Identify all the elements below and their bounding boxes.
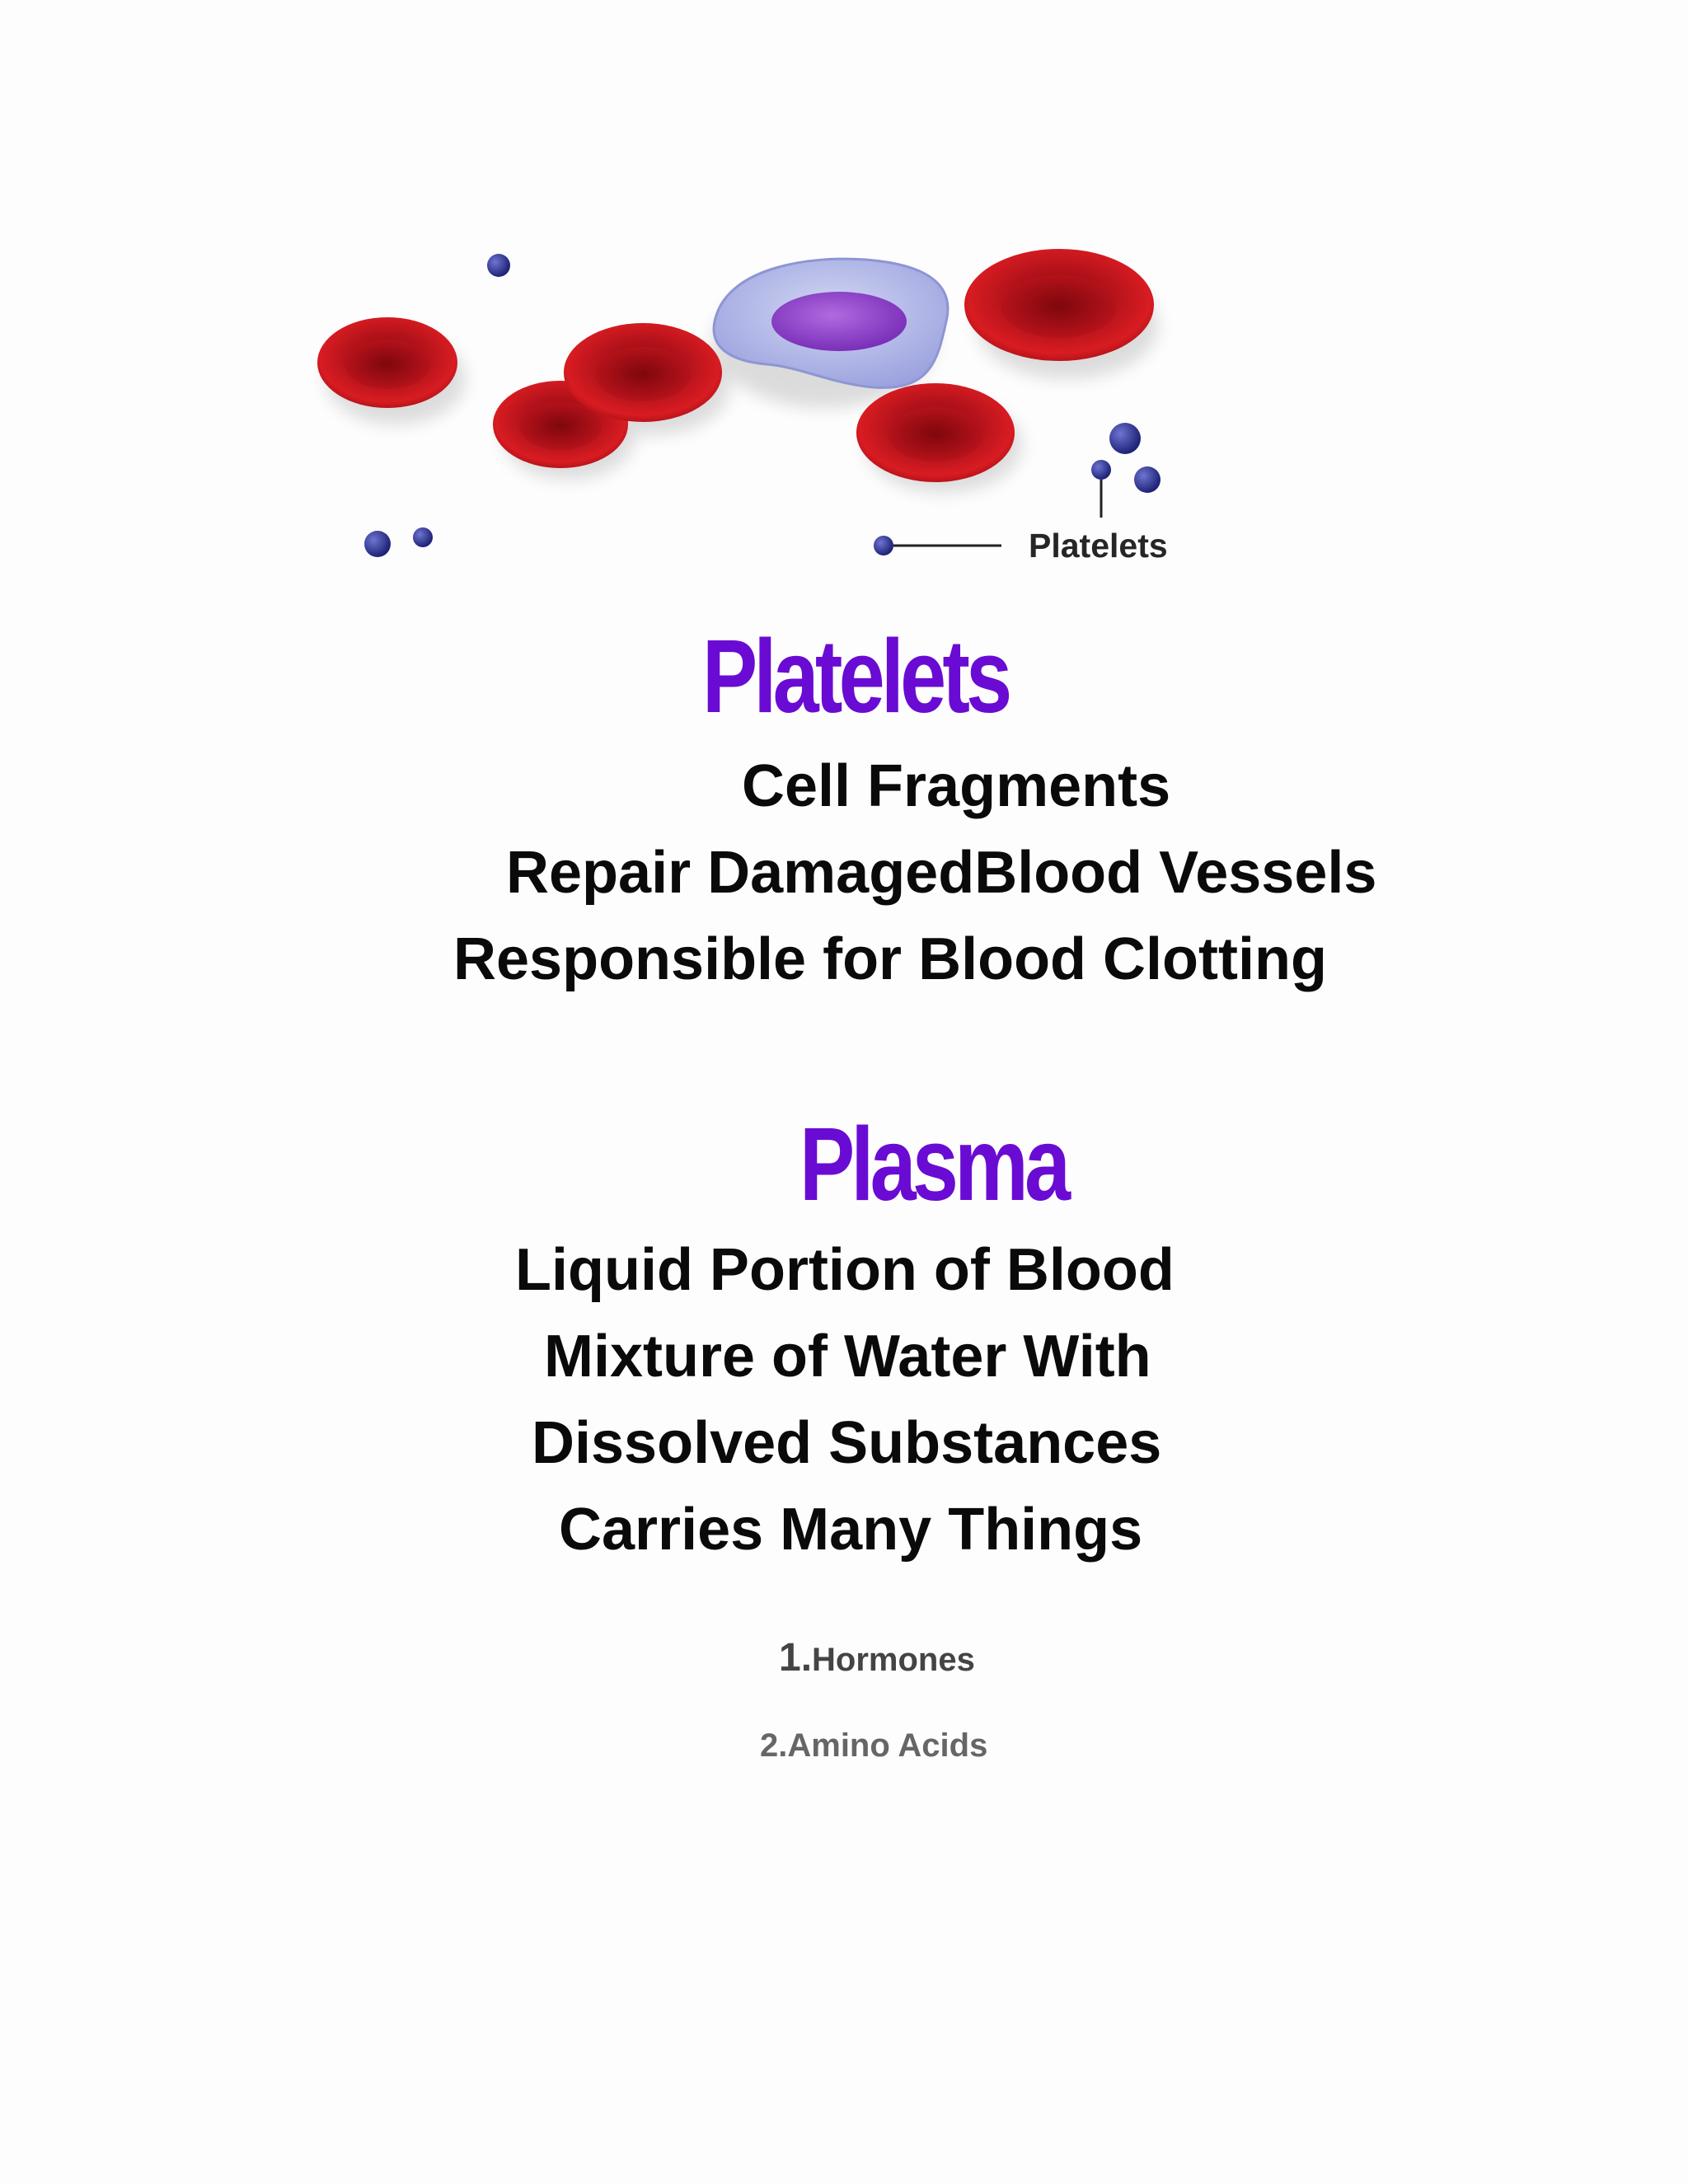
platelets-line: Repair DamagedBlood Vessels (506, 840, 1377, 906)
plasma-line: Liquid Portion of Blood (515, 1237, 1175, 1303)
platelet-dot (1109, 423, 1141, 454)
platelets-line: Responsible for Blood Clotting (453, 926, 1327, 992)
plasma-heading: Plasma (799, 1106, 1071, 1222)
list-item-text: Hormones (812, 1642, 975, 1678)
platelet-dot (413, 527, 433, 547)
platelet-dot (874, 536, 893, 555)
platelets-line: Cell Fragments (742, 753, 1171, 819)
red-blood-cell (564, 323, 722, 422)
platelets-group (364, 254, 1160, 557)
platelet-dot (1091, 460, 1111, 480)
blood-cells-svg: Platelets (317, 249, 1168, 565)
white-blood-cell (712, 257, 950, 389)
list-item-text: Amino Acids (787, 1727, 988, 1764)
red-blood-cell (317, 317, 457, 408)
plasma-line: Dissolved Substances (532, 1410, 1162, 1476)
list-item-number: 2. (760, 1727, 788, 1764)
list-item-number: 1. (779, 1636, 813, 1680)
blood-cells-illustration: Platelets (305, 190, 1236, 593)
platelets-callout-label: Platelets (1029, 527, 1168, 565)
platelet-dot (487, 254, 510, 277)
plasma-line: Carries Many Things (559, 1497, 1143, 1563)
platelet-dot (364, 531, 391, 557)
plasma-line: Mixture of Water With (544, 1324, 1151, 1390)
platelet-dot (1134, 466, 1160, 493)
red-blood-cell (856, 383, 1015, 482)
platelets-heading: Platelets (702, 618, 1012, 734)
plasma-list-item: 2.Amino Acids (760, 1729, 987, 1762)
red-blood-cell (964, 249, 1154, 361)
plasma-list-item: 1.Hormones (779, 1638, 975, 1678)
nucleus (771, 292, 907, 351)
